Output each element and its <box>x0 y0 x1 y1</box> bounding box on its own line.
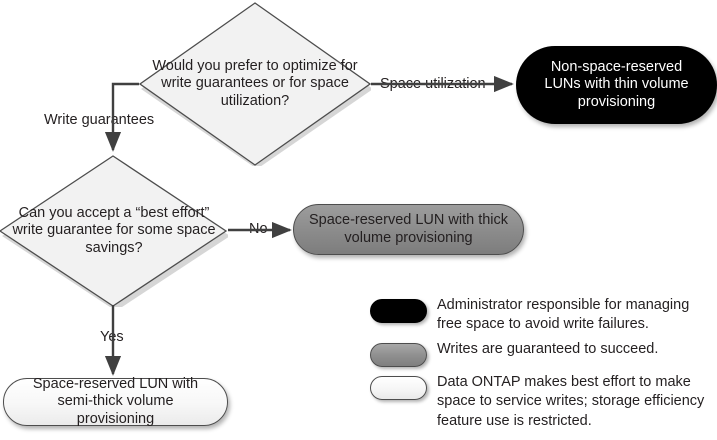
terminator-semi-thick-volume-label: Space-reserved LUN with semi-thick volum… <box>32 375 199 427</box>
edge-label-yes: Yes <box>97 329 127 345</box>
decision-best-effort-label: Can you accept a “best effort” write gua… <box>12 205 216 256</box>
legend-item: Writes are guaranteed to succeed. <box>370 340 717 368</box>
decision-write-vs-space[interactable]: Would you prefer to optimize for write g… <box>139 2 371 166</box>
diamond-shape <box>139 2 371 166</box>
terminator-thin-volume[interactable]: Non-space-reserved LUNs with thin volume… <box>516 46 717 124</box>
terminator-semi-thick-volume[interactable]: Space-reserved LUN with semi-thick volum… <box>3 375 228 427</box>
terminator-thin-volume-label: Non-space-reserved LUNs with thin volume… <box>544 58 689 110</box>
legend-swatch-white-icon <box>370 376 427 401</box>
legend-item-label: Data ONTAP makes best effort to make spa… <box>437 374 705 429</box>
legend-swatch-gray-icon <box>370 343 427 368</box>
legend-item: Administrator responsible for managing f… <box>370 296 717 334</box>
decision-best-effort[interactable]: Can you accept a “best effort” write gua… <box>0 155 228 307</box>
legend-swatch-black-icon <box>370 299 427 323</box>
edge-label-write-guarantees: Write guarantees <box>41 112 158 128</box>
legend-item-label: Administrator responsible for managing f… <box>437 297 690 333</box>
decision-write-vs-space-label: Would you prefer to optimize for write g… <box>152 58 358 109</box>
edge-label-no: No <box>246 221 271 237</box>
legend: Administrator responsible for managing f… <box>370 296 717 437</box>
legend-item-label: Writes are guaranteed to succeed. <box>437 341 659 358</box>
terminator-thick-volume[interactable]: Space-reserved LUN with thick volume pro… <box>293 204 524 255</box>
terminator-thick-volume-label: Space-reserved LUN with thick volume pro… <box>308 212 509 246</box>
legend-item: Data ONTAP makes best effort to make spa… <box>370 373 717 430</box>
edge-label-space-utilization: Space utilization <box>378 76 488 92</box>
